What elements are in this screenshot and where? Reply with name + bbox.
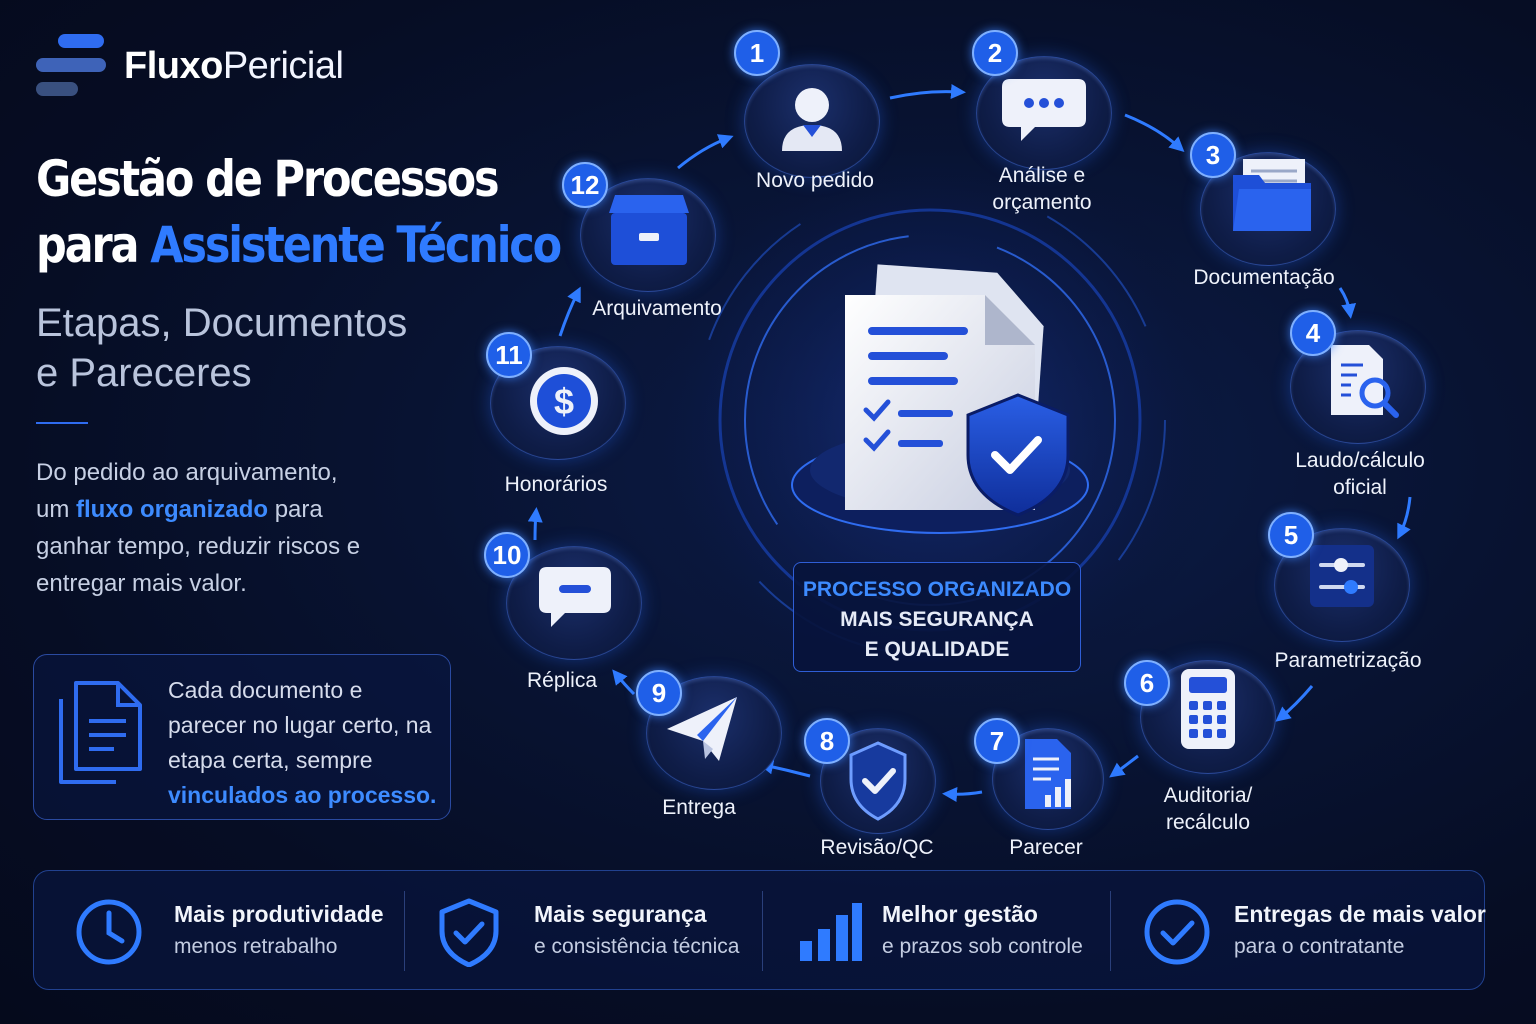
step-7-badge: 7 — [974, 718, 1020, 764]
step-1-label: Novo pedido — [756, 169, 874, 192]
step-2-label: Análise e orçamento — [992, 164, 1092, 214]
report-chart-icon — [1025, 739, 1071, 809]
step-9-badge: 9 — [636, 670, 682, 716]
chat-bubble-icon — [1002, 79, 1086, 141]
documents-icon — [59, 681, 142, 784]
sliders-icon — [1310, 545, 1374, 607]
svg-text:$: $ — [554, 381, 574, 422]
step-11-badge: 11 — [486, 332, 532, 378]
paper-plane-icon — [667, 697, 737, 761]
step-6-badge: 6 — [1124, 660, 1170, 706]
intro-text: Do pedido ao arquivamento, um fluxo orga… — [36, 459, 361, 597]
step-7-label: Parecer — [1009, 836, 1083, 859]
benefits-bar: Mais produtividade menos retrabalho Mais… — [33, 870, 1486, 991]
step-10-label: Réplica — [526, 669, 598, 692]
center-caption-line-1: PROCESSO ORGANIZADO — [802, 578, 1072, 601]
step-3-label: Documentação — [1193, 266, 1335, 289]
benefit-productivity: Mais produtividade menos retrabalho — [74, 871, 404, 991]
benefit-value: Entregas de mais valor para o contratant… — [1142, 871, 1486, 991]
calculator-icon — [1181, 669, 1235, 749]
central-document-icon — [845, 264, 1070, 517]
step-3-badge: 3 — [1190, 132, 1236, 178]
page-subtitle: Etapas, Documentos e Pareceres — [36, 301, 408, 395]
benefit-separator — [1110, 891, 1111, 971]
note-highlight: vinculados ao processo. — [168, 782, 437, 808]
benefit-title: Melhor gestão — [882, 901, 1038, 927]
title-highlight: Assistente Técnico — [150, 216, 562, 274]
step-12-label: Arquivamento — [592, 297, 722, 320]
step-9-node[interactable] — [646, 676, 782, 790]
user-icon — [782, 88, 842, 151]
center-caption-line-3: E QUALIDADE — [864, 638, 1010, 661]
step-1-badge: 1 — [734, 30, 780, 76]
note-text: Cada documento e parecer no lugar certo,… — [168, 677, 437, 808]
archive-box-icon — [609, 195, 689, 265]
step-6-label: Auditoria/ recálculo — [1163, 784, 1253, 834]
note-box: Cada documento e parecer no lugar certo,… — [33, 654, 451, 820]
brand-name: FluxoPericial — [124, 44, 344, 87]
step-5-label: Parametrização — [1274, 649, 1422, 672]
title-line-1: Gestão de Processos — [36, 150, 500, 208]
shield-check-icon — [439, 898, 499, 967]
step-12-badge: 12 — [562, 162, 608, 208]
step-8-node[interactable] — [820, 728, 936, 834]
step-11-node[interactable]: $ — [490, 346, 626, 460]
check-circle-icon — [1144, 899, 1210, 965]
reply-bubble-icon — [539, 567, 611, 627]
step-10-badge: 10 — [484, 532, 530, 578]
benefit-management: Melhor gestão e prazos sob controle — [794, 871, 1124, 991]
logo-icon — [36, 34, 106, 98]
bar-chart-icon — [800, 903, 862, 961]
benefit-subtitle: e consistência técnica — [534, 935, 740, 958]
step-2-badge: 2 — [972, 30, 1018, 76]
document-search-icon — [1331, 345, 1399, 418]
benefit-title: Mais segurança — [534, 901, 707, 927]
step-5-badge: 5 — [1268, 512, 1314, 558]
title-divider — [36, 422, 88, 424]
intro-highlight: fluxo organizado — [76, 496, 269, 523]
step-4-label: Laudo/cálculo oficial — [1295, 449, 1425, 499]
benefit-subtitle: e prazos sob controle — [882, 935, 1083, 958]
page-title: Gestão de Processos para Assistente Técn… — [36, 146, 562, 278]
step-6-node[interactable] — [1140, 660, 1276, 774]
benefit-subtitle: para o contratante — [1234, 935, 1405, 958]
brand-logo: FluxoPericial — [36, 34, 344, 98]
center-caption-line-2: MAIS SEGURANÇA — [840, 608, 1034, 631]
step-4-node[interactable] — [1290, 330, 1426, 444]
step-8-badge: 8 — [804, 718, 850, 764]
folder-icon — [1233, 159, 1311, 231]
benefit-separator — [762, 891, 763, 971]
benefit-subtitle: menos retrabalho — [174, 935, 338, 958]
step-11-label: Honorários — [504, 473, 608, 496]
benefit-separator — [404, 891, 405, 971]
step-8-label: Revisão/QC — [820, 836, 934, 859]
shield-check-icon — [849, 741, 907, 821]
benefit-security: Mais segurança e consistência técnica — [434, 871, 764, 991]
benefit-title: Entregas de mais valor — [1234, 901, 1486, 927]
step-10-node[interactable] — [506, 546, 642, 660]
title-line-2: para Assistente Técnico — [36, 216, 562, 274]
step-4-badge: 4 — [1290, 310, 1336, 356]
step-1-node[interactable] — [744, 64, 880, 178]
dollar-coin-icon: $ — [530, 367, 598, 435]
center-caption: PROCESSO ORGANIZADO MAIS SEGURANÇA E QUA… — [793, 562, 1081, 672]
benefit-title: Mais produtividade — [174, 901, 384, 927]
clock-icon — [76, 899, 142, 965]
step-9-label: Entrega — [662, 796, 736, 819]
